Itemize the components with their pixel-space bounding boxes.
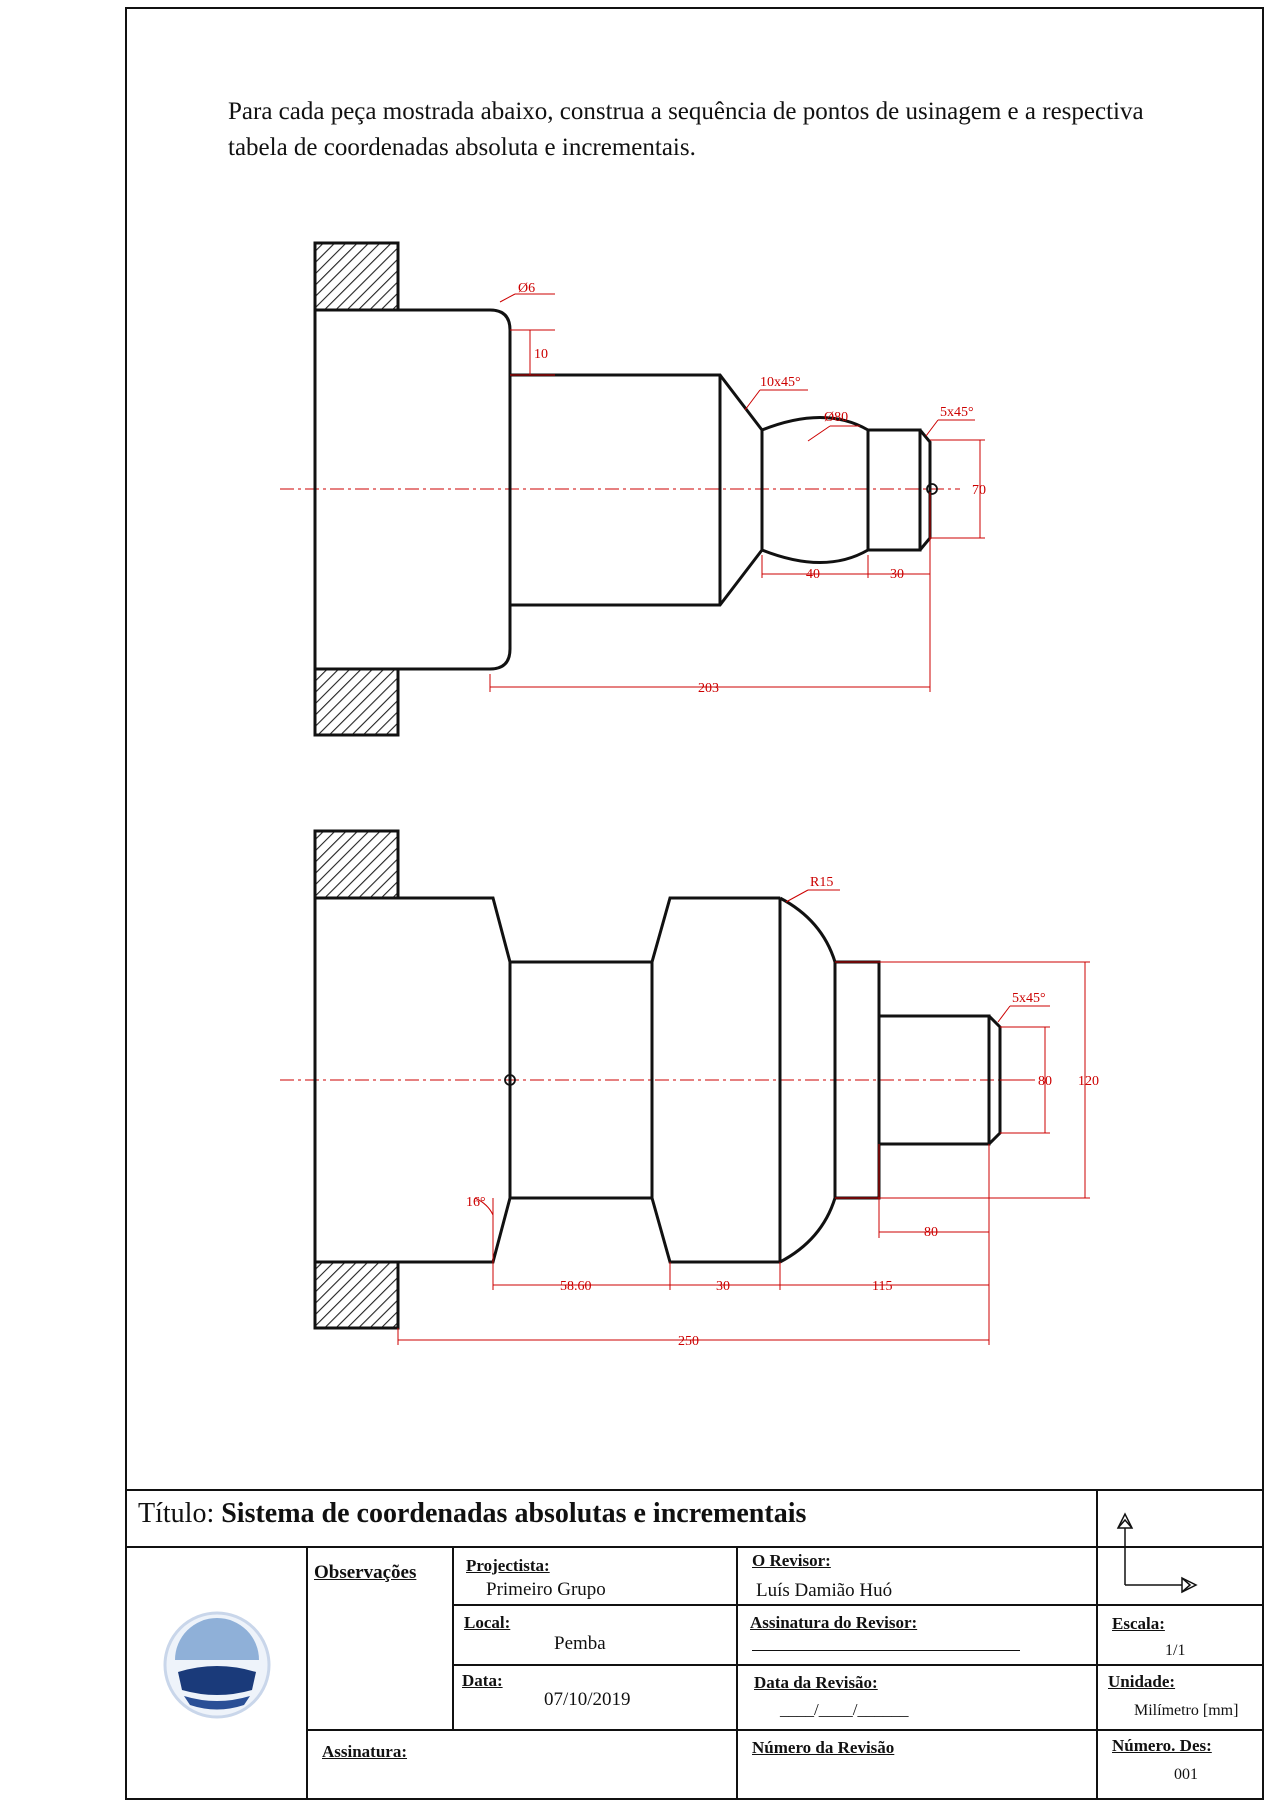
dim-120: 120 [1078, 1074, 1099, 1089]
dim-arc-80: Ø80 [824, 410, 848, 425]
part2-origin-point [504, 1074, 516, 1086]
escala-value: 1/1 [1165, 1642, 1186, 1659]
part1-dimension-lines [489, 293, 985, 692]
dim-30: 30 [890, 567, 904, 582]
chuck-jaw-top-2 [313, 829, 400, 900]
dim-chamfer-10x45: 10x45° [760, 375, 801, 390]
dim-80-horizontal: 80 [924, 1225, 938, 1240]
observacoes-label: Observações [314, 1562, 417, 1583]
numero-revisao-label: Número da Revisão [752, 1738, 895, 1757]
dim-30-2: 30 [716, 1279, 730, 1294]
assinatura-revisor-label: Assinatura do Revisor: [750, 1613, 918, 1632]
part2-dimension-labels: R15 5x45° 80 120 16° 80 58.60 30 115 250 [466, 875, 1099, 1349]
drawing-title: Sistema de coordenadas absolutas e incre… [221, 1498, 807, 1529]
part1-origin-point [926, 483, 938, 495]
data-label: Data: [462, 1671, 503, 1690]
revisor-value: Luís Damião Huó [756, 1580, 893, 1601]
dim-58-60: 58.60 [560, 1279, 592, 1294]
local-label: Local: [464, 1613, 511, 1632]
data-value: 07/10/2019 [544, 1689, 631, 1710]
dim-10: 10 [534, 347, 548, 362]
revisor-label: O Revisor: [752, 1551, 831, 1570]
projectista-value: Primeiro Grupo [486, 1579, 606, 1600]
title-row: Título: Sistema de coordenadas absolutas… [138, 1498, 806, 1530]
part2-dimension-lines [397, 889, 1090, 1345]
dim-chamfer-5x45: 5x45° [940, 405, 974, 420]
institution-logo [163, 1611, 271, 1719]
title-block-grid [125, 1489, 1264, 1800]
part1-outline [313, 308, 932, 671]
projectista-label: Projectista: [466, 1556, 550, 1575]
title-label: Título: [138, 1498, 215, 1529]
numero-des-value: 001 [1174, 1766, 1198, 1783]
dim-250: 250 [678, 1334, 699, 1349]
dim-fillet: Ø6 [518, 281, 535, 296]
data-revisao-label: Data da Revisão: [754, 1673, 878, 1692]
local-value: Pemba [554, 1633, 606, 1654]
unidade-value: Milímetro [mm] [1134, 1702, 1239, 1719]
dim-203: 203 [698, 681, 719, 696]
data-revisao-value: ____/____/______ [780, 1700, 909, 1719]
chuck-jaw-bottom-2 [313, 1260, 400, 1330]
part1-dimension-labels: Ø6 10 10x45° Ø80 5x45° 70 40 30 203 [518, 281, 986, 696]
escala-label: Escala: [1112, 1614, 1165, 1633]
chuck-jaw-top [313, 241, 400, 312]
assinatura-label: Assinatura: [322, 1742, 408, 1761]
instruction-text: Para cada peça mostrada abaixo, construa… [228, 98, 1144, 161]
dim-angle-16: 16° [466, 1195, 486, 1210]
dim-70: 70 [972, 483, 986, 498]
axes-icon [1116, 1512, 1198, 1594]
dim-chamfer-5x45-2: 5x45° [1012, 991, 1046, 1006]
chuck-jaw-bottom [313, 667, 400, 737]
assinatura-revisor-line [752, 1650, 1020, 1651]
dim-80-vertical: 80 [1038, 1074, 1052, 1089]
drawing-sheet [125, 7, 1264, 1800]
part1: Ø6 10 10x45° Ø80 5x45° 70 40 30 203 [280, 241, 986, 737]
dim-r15: R15 [810, 875, 833, 890]
numero-des-label: Número. Des: [1112, 1736, 1212, 1755]
unidade-label: Unidade: [1108, 1672, 1176, 1691]
part2: R15 5x45° 80 120 16° 80 58.60 30 115 250 [280, 829, 1099, 1349]
dim-115: 115 [872, 1279, 892, 1294]
dim-40: 40 [806, 567, 820, 582]
